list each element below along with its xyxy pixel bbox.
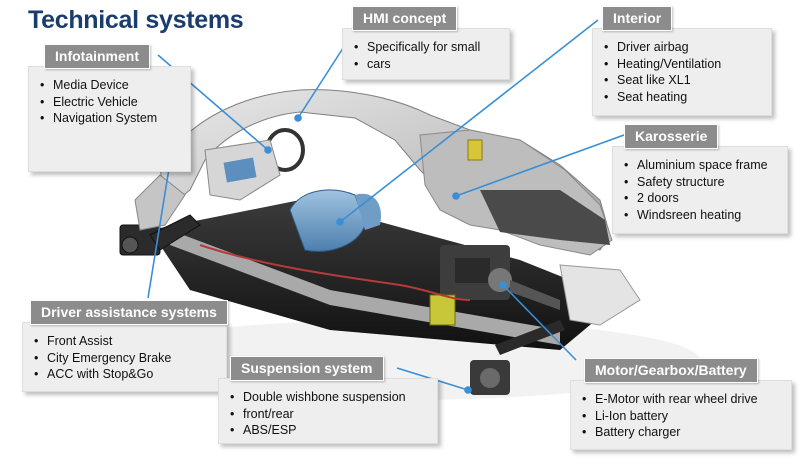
callout-list: Front Assist City Emergency Brake ACC wi… bbox=[33, 333, 216, 383]
callout-header: Motor/Gearbox/Battery bbox=[584, 358, 758, 383]
list-item: Media Device bbox=[40, 77, 180, 94]
list-item: Front Assist bbox=[34, 333, 216, 350]
list-item: Safety structure bbox=[624, 174, 777, 191]
callout-header: HMI concept bbox=[352, 6, 458, 31]
list-item: Navigation System bbox=[40, 110, 180, 127]
callout-body: Double wishbone suspension front/rear AB… bbox=[218, 378, 438, 444]
list-item: Specifically for small bbox=[354, 39, 499, 56]
list-item: Heating/Ventilation bbox=[604, 56, 761, 73]
callout-header: Suspension system bbox=[230, 356, 384, 381]
callout-list: Aluminium space frame Safety structure 2… bbox=[623, 157, 777, 223]
callout-body: Front Assist City Emergency Brake ACC wi… bbox=[22, 322, 227, 392]
callout-list: Specifically for small cars bbox=[353, 39, 499, 72]
list-item: Double wishbone suspension bbox=[230, 389, 427, 406]
list-item: cars bbox=[354, 56, 499, 73]
list-item: Seat heating bbox=[604, 89, 761, 106]
callout-header: Interior bbox=[602, 6, 673, 31]
list-item: Windsreen heating bbox=[624, 207, 777, 224]
callout-list: Double wishbone suspension front/rear AB… bbox=[229, 389, 427, 439]
page-title: Technical systems bbox=[28, 6, 244, 34]
list-item: Seat like XL1 bbox=[604, 72, 761, 89]
list-item: ABS/ESP bbox=[230, 422, 427, 439]
callout-body: E-Motor with rear wheel drive Li-Ion bat… bbox=[570, 380, 792, 450]
callout-header: Driver assistance systems bbox=[30, 300, 228, 325]
list-item: front/rear bbox=[230, 406, 427, 423]
callout-list: Driver airbag Heating/Ventilation Seat l… bbox=[603, 39, 761, 105]
callout-body: Aluminium space frame Safety structure 2… bbox=[612, 146, 788, 234]
list-item: Driver airbag bbox=[604, 39, 761, 56]
list-item: Li-Ion battery bbox=[582, 408, 781, 425]
callout-header: Infotainment bbox=[44, 44, 150, 69]
list-item: City Emergency Brake bbox=[34, 350, 216, 367]
list-item: E-Motor with rear wheel drive bbox=[582, 391, 781, 408]
list-item: Electric Vehicle bbox=[40, 94, 180, 111]
callout-list: E-Motor with rear wheel drive Li-Ion bat… bbox=[581, 391, 781, 441]
callout-header: Karosserie bbox=[624, 124, 719, 149]
list-item: ACC with Stop&Go bbox=[34, 366, 216, 383]
list-item: Battery charger bbox=[582, 424, 781, 441]
callout-body: Media Device Electric Vehicle Navigation… bbox=[28, 66, 191, 172]
callout-list: Media Device Electric Vehicle Navigation… bbox=[39, 77, 180, 127]
list-item: 2 doors bbox=[624, 190, 777, 207]
list-item: Aluminium space frame bbox=[624, 157, 777, 174]
callout-body: Specifically for small cars bbox=[342, 28, 510, 80]
callout-body: Driver airbag Heating/Ventilation Seat l… bbox=[592, 28, 772, 116]
